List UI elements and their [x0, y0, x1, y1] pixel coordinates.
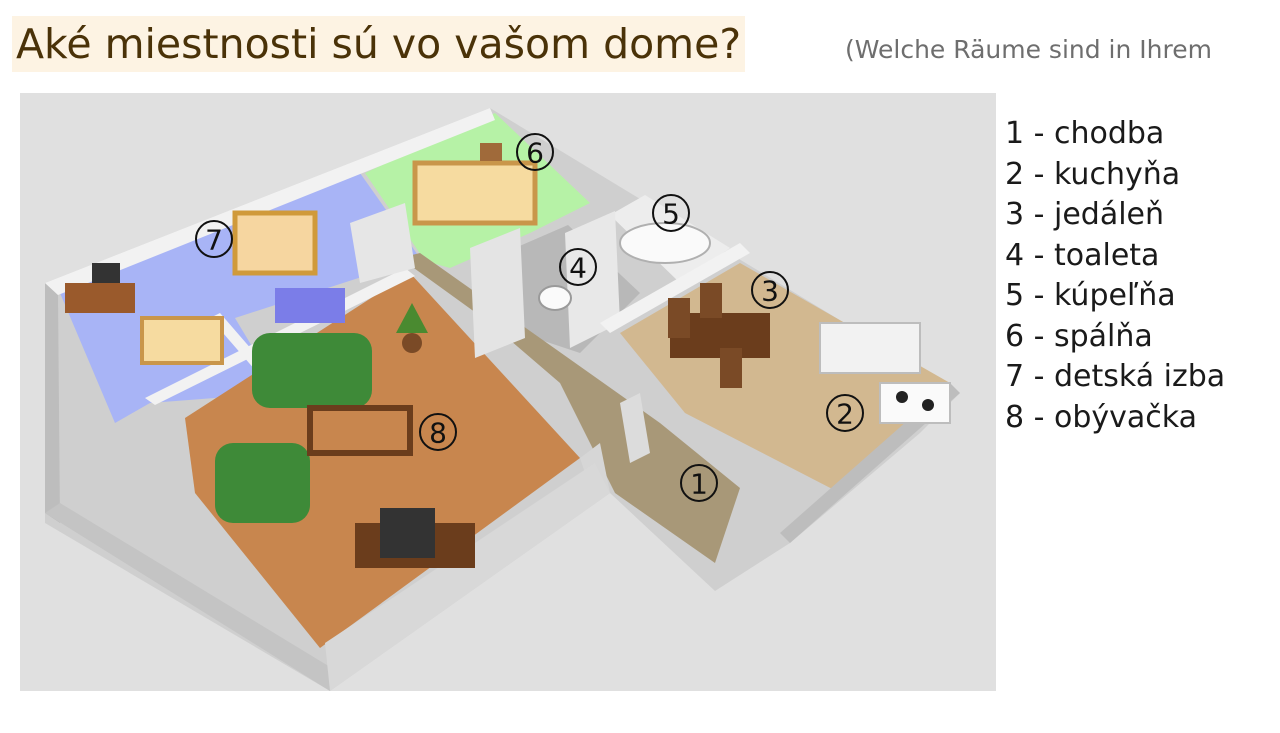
page-title: Aké miestnosti sú vo vašom dome?	[12, 16, 746, 72]
room-marker-6-label: 6	[526, 137, 544, 170]
wall-outer-bottom-left	[45, 503, 340, 691]
legend-item-kuchyna: 2 - kuchyňa	[1005, 156, 1181, 192]
room-marker-1	[680, 464, 718, 502]
legend-item-jedalen: 3 - jedáleň	[1005, 197, 1165, 232]
legend-item-kupelna: 5 - kúpeľňa	[1005, 278, 1176, 313]
legend-item-chodba: 1 - chodba	[1005, 116, 1165, 151]
wall-outer-left	[45, 283, 60, 523]
room-marker-3	[751, 271, 789, 309]
room-marker-7	[195, 220, 233, 258]
wall-inner-toilet	[470, 228, 525, 358]
toilet	[538, 285, 572, 311]
potted-plant	[402, 333, 422, 353]
legend-item-obyvacka: 8 - obývačka	[1005, 399, 1197, 435]
stove-burner	[896, 391, 908, 403]
room-marker-8	[419, 413, 457, 451]
kitchen-counter	[819, 322, 921, 374]
room-marker-5	[652, 194, 690, 232]
stove-burner-2	[922, 399, 934, 411]
legend-item-detska-izba: 7 - detská izba	[1005, 359, 1226, 394]
tv	[380, 508, 435, 558]
wall-outer-front	[325, 463, 610, 691]
hallway-floor	[400, 253, 740, 563]
wall-inner-kitchen	[600, 243, 750, 333]
room-marker-2-label: 2	[836, 398, 854, 431]
sofa	[252, 333, 372, 408]
bathtub	[619, 222, 711, 264]
nightstand	[480, 143, 502, 161]
dining-chair-2	[700, 283, 722, 318]
floor-plan-drawing: 1 2 3 4 5 6 7 8	[45, 108, 960, 691]
coffee-table	[307, 405, 413, 456]
room-marker-4	[559, 248, 597, 286]
floor-plan-illustration: 1 2 3 4 5 6 7 8	[20, 93, 996, 691]
kids-rug	[275, 288, 345, 323]
room-marker-7-label: 7	[205, 224, 223, 257]
dining-chair-3	[720, 348, 742, 388]
room-marker-4-label: 4	[569, 252, 587, 285]
room-marker-5-label: 5	[662, 198, 680, 231]
wall-outer-back	[45, 108, 495, 295]
computer-monitor	[92, 263, 120, 283]
heading-row: Aké miestnosti sú vo vašom dome? (Welche…	[0, 14, 1280, 76]
kids-bed	[140, 316, 224, 365]
room-marker-1-label: 1	[690, 468, 708, 501]
room-legend: 1 - chodba 2 - kuchyňa 3 - jedáleň 4 - t…	[1005, 114, 1225, 438]
dining-chair-1	[668, 298, 690, 338]
legend-item-toaleta: 4 - toaleta	[1005, 237, 1160, 273]
wall-inner-bedroom	[350, 203, 415, 283]
page-subtitle: (Welche Räume sind in Ihrem	[845, 35, 1212, 64]
wall-inner-bath	[565, 211, 620, 348]
room-marker-3-label: 3	[761, 275, 779, 308]
room-marker-8-label: 8	[429, 417, 447, 450]
stove	[879, 382, 951, 424]
room-marker-6	[516, 133, 554, 171]
legend-item-spalna: 6 - spálňa	[1005, 318, 1153, 354]
wall-inner-hall	[620, 393, 650, 463]
double-bed	[412, 160, 538, 226]
crib	[232, 210, 318, 276]
room-marker-2	[826, 394, 864, 432]
plant-leaves	[396, 303, 428, 333]
desk	[65, 283, 135, 313]
armchair	[215, 443, 310, 523]
